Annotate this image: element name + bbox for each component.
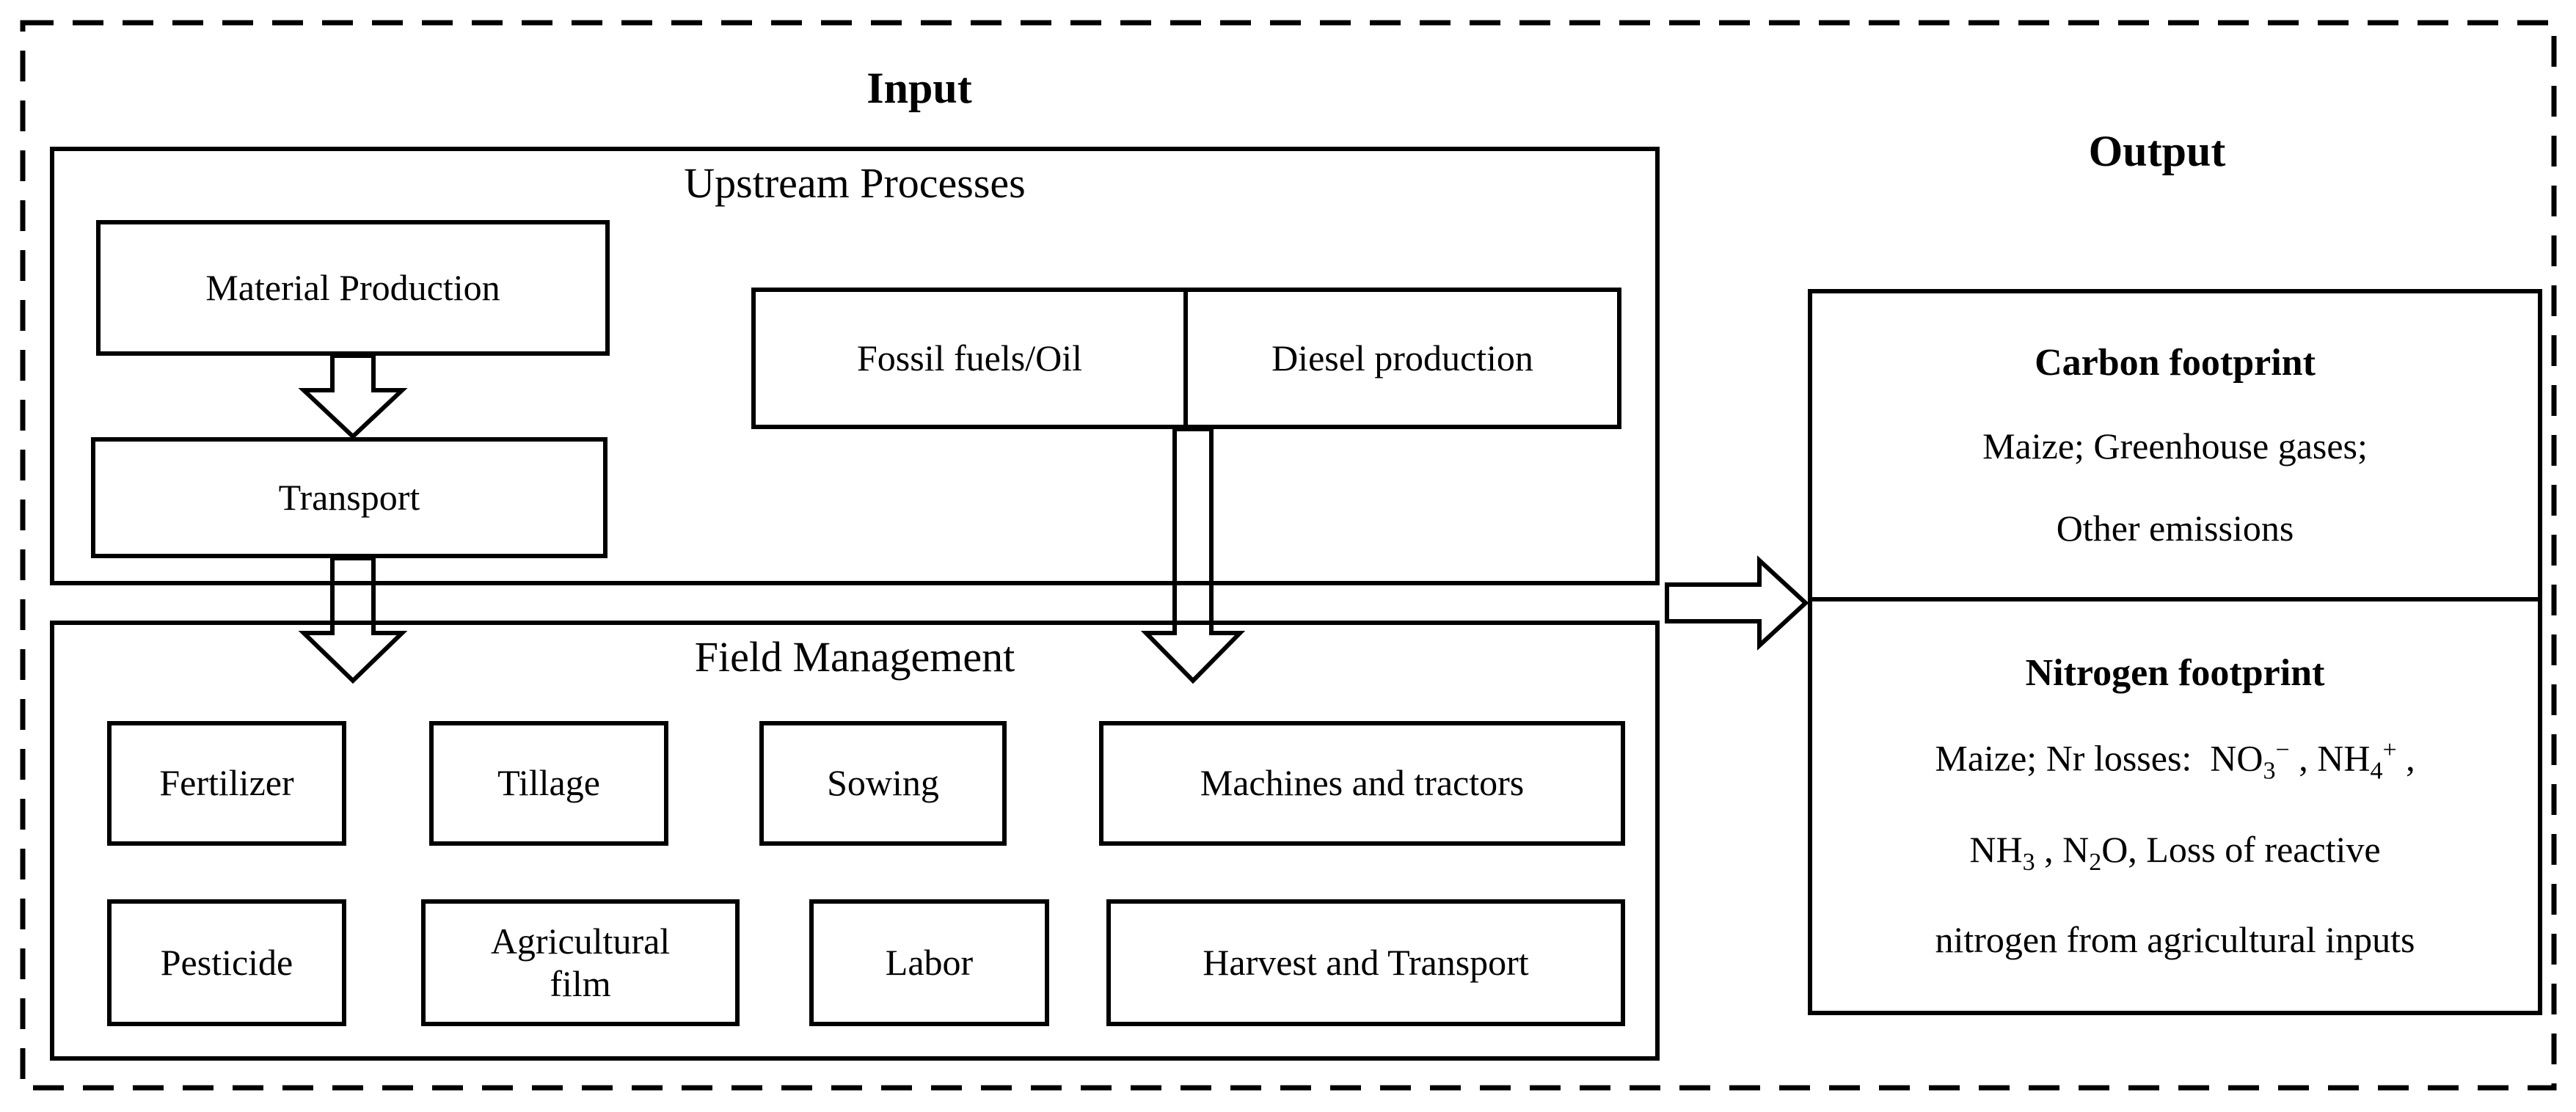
carbon-footprint-line: Maize; Greenhouse gases;: [1982, 425, 2368, 467]
labor-label: Labor: [885, 941, 974, 983]
transport-box: Transport: [91, 437, 607, 558]
system-boundary-dashed-border: [20, 20, 2557, 1091]
harvest-and-transport-box: Harvest and Transport: [1106, 899, 1625, 1026]
pesticide-label: Pesticide: [160, 941, 293, 983]
fertilizer-label: Fertilizer: [159, 762, 294, 804]
nitrogen-footprint-heading: Nitrogen footprint: [2025, 651, 2325, 694]
fossil-fuels-box: Fossil fuels/Oil: [756, 292, 1183, 425]
carbon-footprint-cell: Carbon footprint Maize; Greenhouse gases…: [1812, 293, 2538, 601]
transport-label: Transport: [278, 476, 420, 518]
output-section-title: Output: [2088, 127, 2226, 175]
material-production-box: Material Production: [96, 220, 610, 356]
diesel-production-label: Diesel production: [1271, 337, 1533, 378]
agricultural-film-box: Agricultural film: [421, 899, 740, 1026]
fuel-production-group: Fossil fuels/Oil Diesel production: [751, 288, 1621, 429]
tillage-box: Tillage: [429, 721, 668, 846]
machines-and-tractors-box: Machines and tractors: [1099, 721, 1625, 846]
material-production-label: Material Production: [205, 266, 500, 308]
upstream-processes-box: [50, 147, 1660, 585]
harvest-and-transport-label: Harvest and Transport: [1203, 941, 1529, 983]
carbon-footprint-heading: Carbon footprint: [2035, 341, 2316, 384]
agricultural-film-label: Agricultural film: [490, 921, 671, 1004]
field-management-box: [50, 621, 1660, 1061]
down-arrow-diesel-to-field-management: [1140, 427, 1246, 684]
down-arrow-material-to-transport: [298, 354, 408, 440]
diesel-production-box: Diesel production: [1183, 292, 1617, 425]
nitrogen-footprint-cell: Nitrogen footprint Maize; Nr losses: NO3…: [1812, 601, 2538, 1011]
sowing-label: Sowing: [827, 762, 939, 804]
right-arrow-input-to-output: [1665, 555, 1809, 651]
sowing-box: Sowing: [759, 721, 1007, 846]
down-arrow-transport-to-field-management: [298, 556, 408, 684]
nitrogen-footprint-line: Maize; Nr losses: NO3− , NH4+ ,: [1935, 736, 2415, 785]
tillage-label: Tillage: [497, 762, 600, 804]
carbon-footprint-line: Other emissions: [2056, 508, 2294, 549]
nitrogen-footprint-line: NH3 , N2O, Loss of reactive: [1969, 828, 2381, 876]
field-management-title: Field Management: [694, 633, 1015, 681]
labor-box: Labor: [809, 899, 1049, 1026]
pesticide-box: Pesticide: [107, 899, 346, 1026]
nitrogen-footprint-line: nitrogen from agricultural inputs: [1935, 919, 2415, 961]
fertilizer-box: Fertilizer: [107, 721, 346, 846]
output-box: Carbon footprint Maize; Greenhouse gases…: [1808, 289, 2542, 1015]
upstream-processes-title: Upstream Processes: [684, 159, 1026, 207]
fossil-fuels-label: Fossil fuels/Oil: [857, 337, 1082, 378]
machines-and-tractors-label: Machines and tractors: [1200, 762, 1525, 804]
input-section-title: Input: [866, 64, 972, 112]
